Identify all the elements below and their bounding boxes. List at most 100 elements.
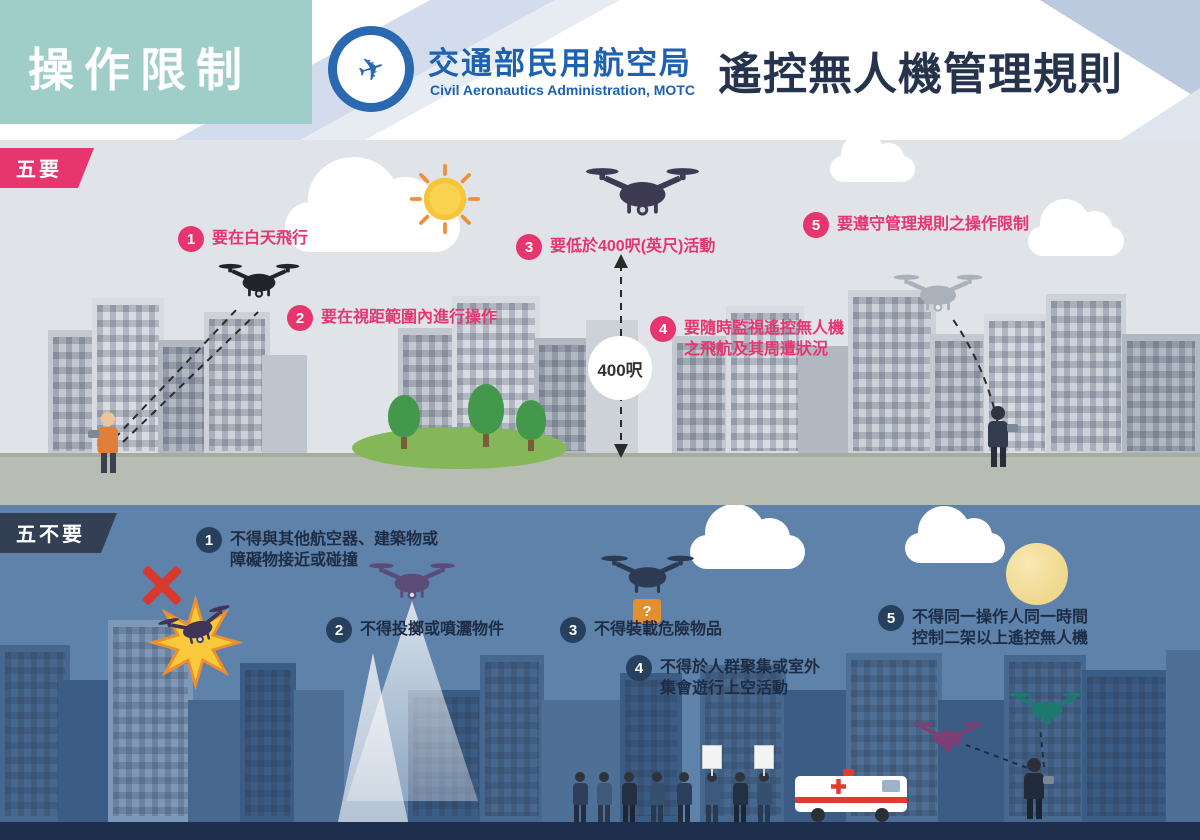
operator-body (98, 427, 118, 453)
building (204, 312, 270, 457)
footer-bar (0, 822, 1200, 840)
building (1122, 334, 1200, 457)
operator-body (1024, 773, 1044, 799)
rule-number-badge: 5 (803, 212, 829, 238)
ambulance-beacon (843, 769, 854, 776)
rule-number-badge: 1 (196, 527, 222, 553)
spraying-drone-icon (369, 563, 455, 600)
remote-controller-icon (1043, 776, 1054, 784)
operator-head (1027, 758, 1041, 772)
organization-name-en: Civil Aeronautics Administration, MOTC (430, 82, 695, 98)
rule-number-badge: 2 (287, 305, 313, 331)
building (0, 645, 70, 822)
crowd-person (596, 772, 612, 822)
building (1082, 670, 1170, 822)
five-donts-ribbon: 五不要 (0, 513, 117, 553)
remote-controller-icon (1007, 424, 1018, 432)
building (726, 306, 804, 457)
drone-icon (1009, 692, 1085, 725)
operator-legs (1022, 799, 1046, 819)
caa-logo: ✈ (328, 26, 414, 112)
drone-icon (586, 168, 699, 216)
building (672, 336, 730, 457)
five-musts-ribbon: 五要 (0, 148, 94, 188)
rule-number-badge: 3 (516, 234, 542, 260)
operator-body (988, 421, 1008, 447)
crowd-person (572, 772, 588, 822)
building (1166, 650, 1200, 822)
rule-item: 4 不得於人群聚集或室外 集會遊行上空活動 (626, 655, 820, 700)
rule-item: 5 要遵守管理規則之操作限制 (803, 212, 1029, 238)
building (930, 334, 988, 457)
drone-icon (218, 263, 300, 298)
rule-number-badge: 5 (878, 605, 904, 631)
building (188, 700, 246, 822)
rule-text: 要在白天飛行 (212, 230, 309, 247)
cargo-drone-icon (601, 555, 694, 593)
rule-text: 要遵守管理規則之操作限制 (837, 216, 1030, 233)
rule-item: 1 不得與其他航空器、建築物或 障礙物接近或碰撞 (196, 527, 438, 572)
altitude-label: 400呎 (588, 336, 652, 400)
section-five-musts: 400呎 (0, 140, 1200, 505)
rule-text: 要低於400呎(英尺)活動 (550, 238, 716, 255)
page-title: 操作限制 (28, 44, 252, 96)
header: 操作限制 ✈ 交通部民用航空局 Civil Aeronautics Admini… (0, 0, 1200, 140)
rule-item: 3 要低於400呎(英尺)活動 (516, 234, 715, 260)
ambulance-body (795, 776, 907, 812)
cloud (905, 506, 1005, 563)
hazardous-cargo-box: ? (633, 599, 661, 623)
red-cross-icon (831, 779, 846, 794)
crowd-person (621, 772, 637, 822)
crowd-person (676, 772, 692, 822)
rule-item: 5 不得同一操作人同一時間 控制二架以上遙控無人機 (878, 605, 1088, 650)
rule-text: 要隨時監視遙控無人機 之飛航及其周遭狀況 (684, 320, 845, 358)
rule-text: 不得投擲或噴灑物件 (360, 621, 505, 638)
ambulance (795, 769, 907, 822)
building (240, 663, 296, 822)
building (262, 355, 307, 457)
building (1004, 655, 1086, 822)
drone-operator (88, 412, 120, 473)
ambulance-window (882, 780, 900, 792)
ambulance-stripe (795, 797, 907, 803)
title-left-panel (0, 0, 312, 124)
rule-number-badge: 4 (626, 655, 652, 681)
wheel (811, 808, 825, 822)
operator-head (101, 412, 115, 426)
protest-sign (702, 745, 722, 776)
tree (516, 400, 546, 451)
rule-number-badge: 4 (650, 316, 676, 342)
section-five-donts: ? (0, 505, 1200, 840)
cloud (830, 140, 915, 182)
tree (388, 395, 420, 449)
crowd-person (649, 772, 665, 822)
crowd-person (732, 772, 748, 822)
rule-item: 3 不得裝載危險物品 (560, 617, 722, 643)
building (1046, 294, 1126, 457)
rule-text: 不得與其他航空器、建築物或 障礙物接近或碰撞 (230, 531, 439, 569)
crashing-drone-icon (158, 605, 230, 644)
rule-number-badge: 1 (178, 226, 204, 252)
moon-icon (1006, 543, 1068, 605)
rule-text: 要在視距範圍內進行操作 (321, 309, 498, 326)
drone-operator (986, 406, 1018, 467)
rule-number-badge: 2 (326, 617, 352, 643)
rule-number-badge: 3 (560, 617, 586, 643)
caa-logo-inner: ✈ (337, 35, 405, 103)
cloud (690, 505, 805, 569)
operator-legs (986, 447, 1010, 467)
cloud (1028, 199, 1124, 256)
tree (468, 384, 504, 447)
rule-text: 不得裝載危險物品 (594, 621, 723, 638)
organization-name-zh: 交通部民用航空局 (428, 46, 692, 81)
airplane-icon: ✈ (352, 47, 390, 91)
operator-legs (96, 453, 120, 473)
rule-item: 2 要在視距範圍內進行操作 (287, 305, 497, 331)
regulation-title: 遙控無人機管理規則 (718, 50, 1123, 99)
rule-text: 不得於人群聚集或室外 集會遊行上空活動 (660, 659, 821, 697)
drone-icon (912, 722, 984, 752)
protest-sign (754, 745, 774, 776)
operator-head (991, 406, 1005, 420)
drone-icon (893, 274, 983, 312)
